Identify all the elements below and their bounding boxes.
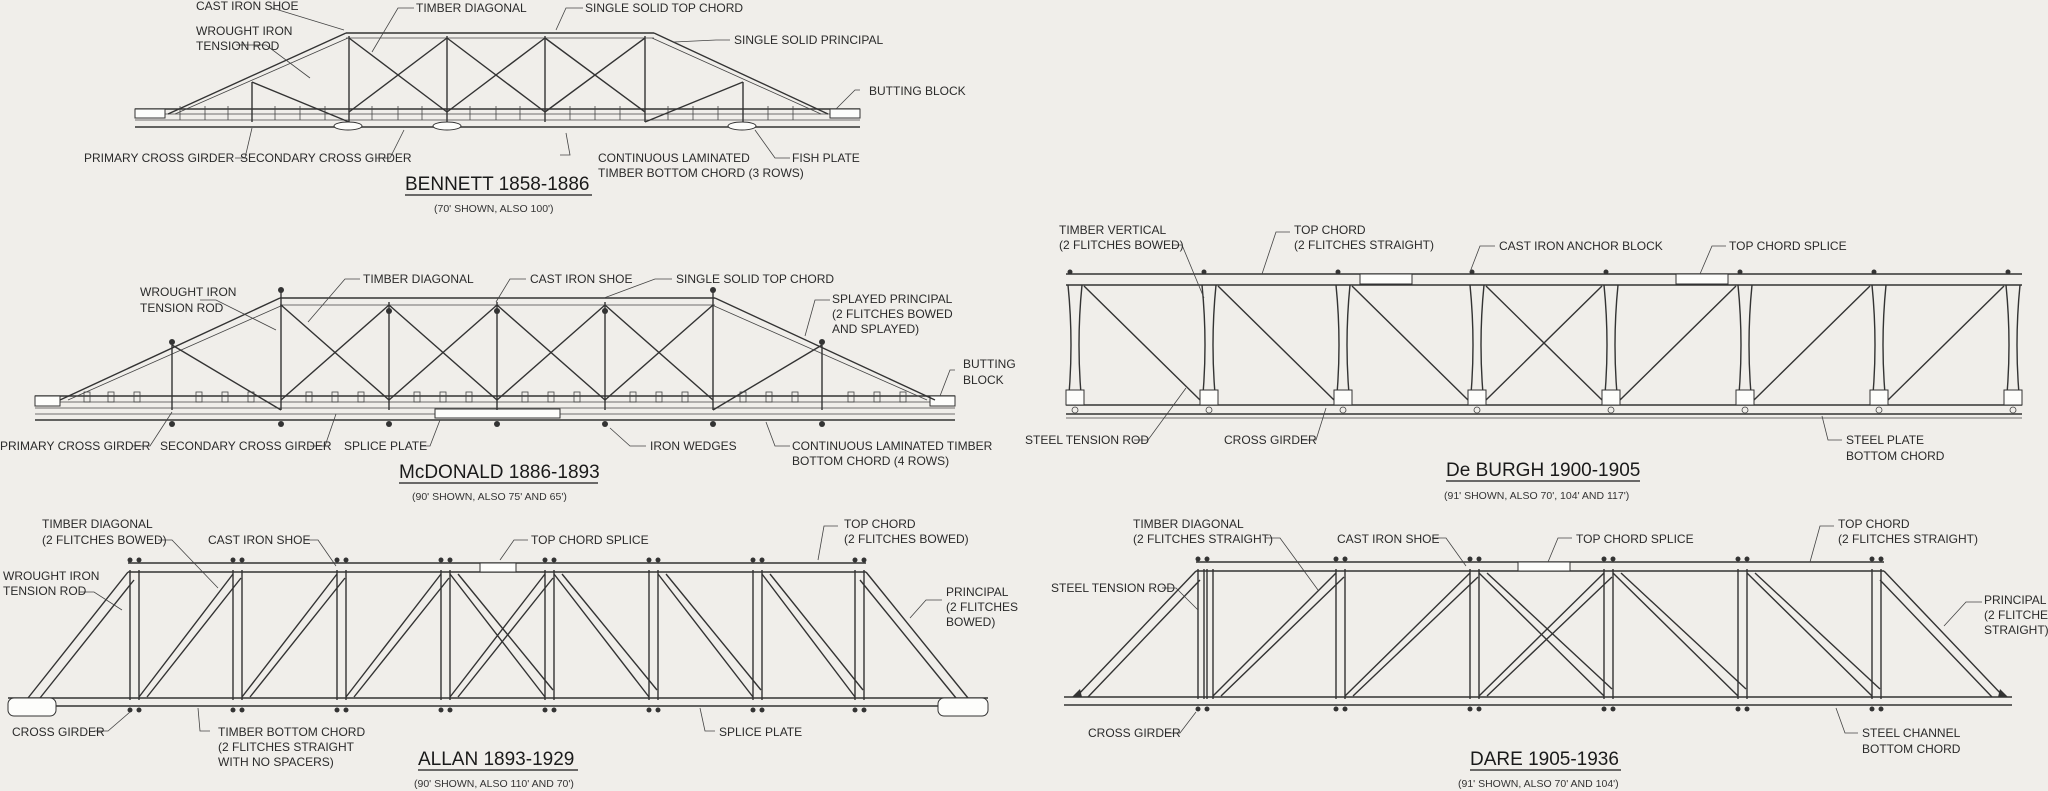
allan-labels: TIMBER DIAGONAL (2 FLITCHES BOWED) CAST … <box>3 517 1018 769</box>
bennett-label-bottom-chord-2: TIMBER BOTTOM CHORD (3 ROWS) <box>598 166 804 180</box>
dare-truss: TIMBER DIAGONAL (2 FLITCHES STRAIGHT) CA… <box>1051 517 2048 790</box>
dare-label-bottom-chord: BOTTOM CHORD <box>1862 742 1961 756</box>
deburgh-label-top-chord-splice: TOP CHORD SPLICE <box>1729 239 1847 253</box>
dare-label-timber-diagonal-1: TIMBER DIAGONAL <box>1133 517 1244 531</box>
deburgh-label-top-chord-1: TOP CHORD <box>1294 223 1366 237</box>
dare-title: DARE 1905-1936 <box>1470 749 1619 770</box>
deburgh-subtitle: (91' SHOWN, ALSO 70', 104' AND 117') <box>1444 490 1629 502</box>
allan-label-cast-iron-shoe: CAST IRON SHOE <box>208 533 310 547</box>
bennett-label-butting-block: BUTTING BLOCK <box>869 84 966 98</box>
allan-label-principal-2: (2 FLITCHES <box>946 600 1018 614</box>
mcdonald-label-tension-rod: TENSION ROD <box>140 301 224 315</box>
mcdonald-label-top-chord: SINGLE SOLID TOP CHORD <box>676 272 834 286</box>
bennett-labels: CAST IRON SHOE WROUGHT IRON TENSION ROD … <box>84 0 966 180</box>
bennett-label-cast-iron-shoe: CAST IRON SHOE <box>196 0 298 13</box>
deburgh-label-top-chord-2: (2 FLITCHES STRAIGHT) <box>1294 238 1434 252</box>
mcdonald-label-principal-1: SPLAYED PRINCIPAL <box>832 292 953 306</box>
mcdonald-subtitle: (90' SHOWN, ALSO 75' AND 65') <box>412 491 567 503</box>
dare-subtitle: (91' SHOWN, ALSO 70' AND 104') <box>1458 778 1619 790</box>
dare-labels: TIMBER DIAGONAL (2 FLITCHES STRAIGHT) CA… <box>1051 517 2048 756</box>
deburgh-label-cross-girder: CROSS GIRDER <box>1224 433 1317 447</box>
bennett-label-timber-diagonal: TIMBER DIAGONAL <box>416 1 527 15</box>
bennett-subtitle: (70' SHOWN, ALSO 100') <box>434 203 554 215</box>
allan-label-cross-girder: CROSS GIRDER <box>12 725 105 739</box>
dare-label-principal-1: PRINCIPAL <box>1984 593 2047 607</box>
allan-label-timber-diagonal-1: TIMBER DIAGONAL <box>42 517 153 531</box>
mcdonald-label-timber-diagonal: TIMBER DIAGONAL <box>363 272 474 286</box>
bennett-label-principal: SINGLE SOLID PRINCIPAL <box>734 33 883 47</box>
deburgh-title: De BURGH 1900-1905 <box>1446 460 1640 481</box>
mcdonald-label-block: BLOCK <box>963 373 1004 387</box>
mcdonald-label-wrought-iron: WROUGHT IRON <box>140 285 236 299</box>
bennett-label-tension-rod: TENSION ROD <box>196 39 280 53</box>
bennett-label-bottom-chord-1: CONTINUOUS LAMINATED <box>598 151 750 165</box>
allan-label-wrought-iron: WROUGHT IRON <box>3 569 99 583</box>
allan-title: ALLAN 1893-1929 <box>418 749 574 770</box>
mcdonald-labels: WROUGHT IRON TENSION ROD TIMBER DIAGONAL… <box>0 272 1016 468</box>
allan-label-top-chord-1: TOP CHORD <box>844 517 916 531</box>
bennett-label-fish-plate: FISH PLATE <box>792 151 860 165</box>
mcdonald-truss: WROUGHT IRON TENSION ROD TIMBER DIAGONAL… <box>0 272 1016 503</box>
allan-label-bottom-chord-3: WITH NO SPACERS) <box>218 755 334 769</box>
allan-truss: TIMBER DIAGONAL (2 FLITCHES BOWED) CAST … <box>3 517 1018 790</box>
bennett-label-secondary-cross-girder: SECONDARY CROSS GIRDER <box>240 151 412 165</box>
dare-label-principal-2: (2 FLITCHES <box>1984 608 2048 622</box>
mcdonald-label-butting: BUTTING <box>963 357 1016 371</box>
deburgh-label-steel-plate: STEEL PLATE <box>1846 433 1924 447</box>
dare-label-top-chord-2: (2 FLITCHES STRAIGHT) <box>1838 532 1978 546</box>
bennett-title: BENNETT 1858-1886 <box>405 174 589 195</box>
allan-label-principal-1: PRINCIPAL <box>946 585 1009 599</box>
deburgh-label-cast-iron-anchor-block: CAST IRON ANCHOR BLOCK <box>1499 239 1663 253</box>
dare-label-top-chord-1: TOP CHORD <box>1838 517 1910 531</box>
deburgh-label-steel-tension-rod: STEEL TENSION ROD <box>1025 433 1149 447</box>
bennett-label-wrought-iron: WROUGHT IRON <box>196 24 292 38</box>
allan-label-bottom-chord-1: TIMBER BOTTOM CHORD <box>218 725 365 739</box>
mcdonald-label-splice-plate: SPLICE PLATE <box>344 439 427 453</box>
mcdonald-title: McDONALD 1886-1893 <box>399 462 600 483</box>
bennett-label-top-chord: SINGLE SOLID TOP CHORD <box>585 1 743 15</box>
mcdonald-label-bottom-chord-2: BOTTOM CHORD (4 ROWS) <box>792 454 949 468</box>
deburgh-label-timber-vertical-1: TIMBER VERTICAL <box>1059 223 1166 237</box>
allan-label-top-chord-2: (2 FLITCHES BOWED) <box>844 532 969 546</box>
dare-label-principal-3: STRAIGHT) <box>1984 623 2048 637</box>
allan-label-timber-diagonal-2: (2 FLITCHES BOWED) <box>42 533 167 547</box>
mcdonald-label-primary-cross-girder: PRIMARY CROSS GIRDER <box>0 439 151 453</box>
allan-label-bottom-chord-2: (2 FLITCHES STRAIGHT <box>218 740 355 754</box>
bennett-truss: CAST IRON SHOE WROUGHT IRON TENSION ROD … <box>84 0 966 215</box>
allan-subtitle: (90' SHOWN, ALSO 110' AND 70') <box>414 778 574 790</box>
mcdonald-label-iron-wedges: IRON WEDGES <box>650 439 737 453</box>
mcdonald-label-principal-3: AND SPLAYED) <box>832 322 919 336</box>
dare-label-cast-iron-shoe: CAST IRON SHOE <box>1337 532 1439 546</box>
mcdonald-label-secondary-cross-girder: SECONDARY CROSS GIRDER <box>160 439 332 453</box>
deburgh-label-bottom-chord: BOTTOM CHORD <box>1846 449 1945 463</box>
bennett-label-primary-cross-girder: PRIMARY CROSS GIRDER <box>84 151 235 165</box>
mcdonald-label-cast-iron-shoe: CAST IRON SHOE <box>530 272 632 286</box>
allan-label-top-chord-splice: TOP CHORD SPLICE <box>531 533 649 547</box>
deburgh-label-timber-vertical-2: (2 FLITCHES BOWED) <box>1059 238 1184 252</box>
dare-label-steel-channel: STEEL CHANNEL <box>1862 726 1961 740</box>
dare-label-cross-girder: CROSS GIRDER <box>1088 726 1181 740</box>
dare-label-steel-tension-rod: STEEL TENSION ROD <box>1051 581 1175 595</box>
allan-label-splice-plate: SPLICE PLATE <box>719 725 802 739</box>
deburgh-truss: TIMBER VERTICAL (2 FLITCHES BOWED) TOP C… <box>1025 223 2023 502</box>
deburgh-labels: TIMBER VERTICAL (2 FLITCHES BOWED) TOP C… <box>1025 223 1945 463</box>
dare-label-top-chord-splice: TOP CHORD SPLICE <box>1576 532 1694 546</box>
mcdonald-label-principal-2: (2 FLITCHES BOWED <box>832 307 953 321</box>
allan-label-tension-rod: TENSION ROD <box>3 584 87 598</box>
allan-label-principal-3: BOWED) <box>946 615 995 629</box>
dare-label-timber-diagonal-2: (2 FLITCHES STRAIGHT) <box>1133 532 1273 546</box>
mcdonald-label-bottom-chord-1: CONTINUOUS LAMINATED TIMBER <box>792 439 993 453</box>
